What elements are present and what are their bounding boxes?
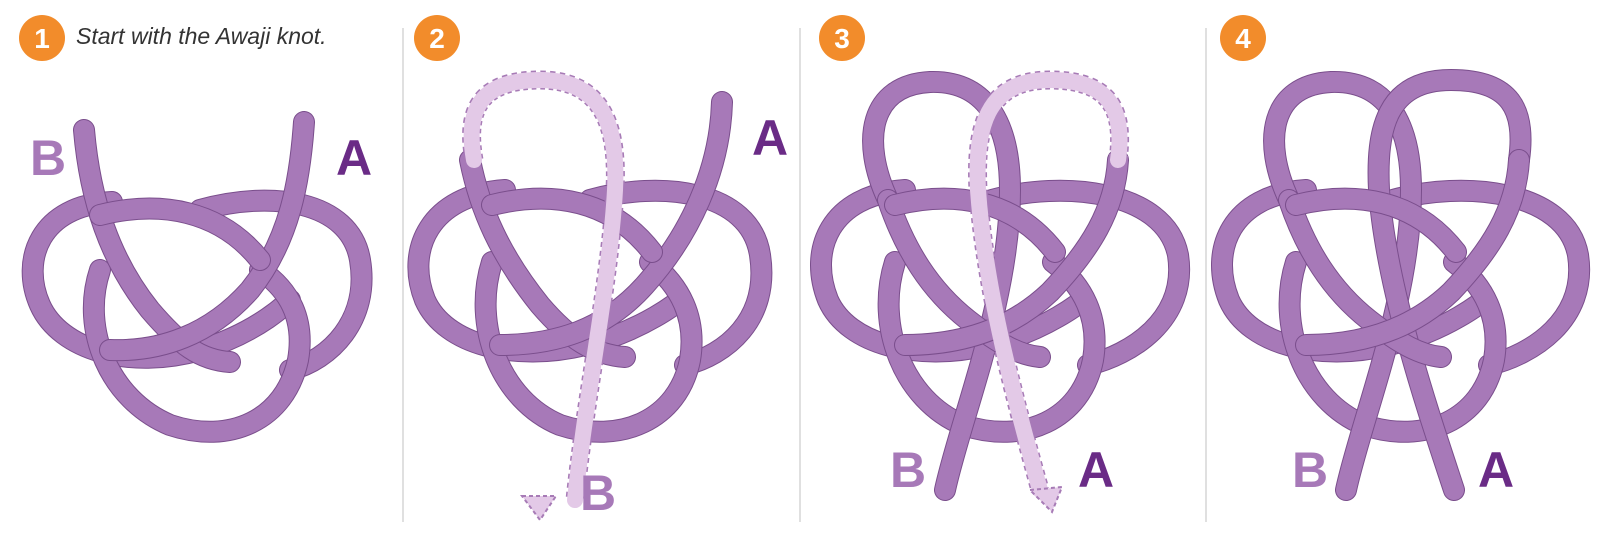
step-1-number: 1 [34, 23, 50, 54]
step-2-badge [414, 15, 460, 61]
step-3-label-b: B [890, 442, 926, 498]
step-1-knot [21, 111, 373, 443]
step-3-number: 3 [834, 23, 850, 54]
step-2-number: 2 [429, 23, 445, 54]
step-3-badge [819, 15, 865, 61]
step-4-badge [1220, 15, 1266, 61]
step-2-label-a: A [752, 110, 788, 166]
arrow-head-icon [1027, 485, 1064, 514]
step-2-guide-path [462, 70, 625, 522]
step-2-knot [407, 91, 773, 443]
step-4-label-b: B [1292, 442, 1328, 498]
step-2-panel: 2 A B [407, 15, 788, 522]
arrow-head-icon [520, 495, 558, 522]
step-3-label-a: A [1078, 442, 1114, 498]
step-1-label-a: A [336, 130, 372, 186]
step-1-label-b: B [30, 130, 66, 186]
step-4-number: 4 [1235, 23, 1251, 54]
step-1-panel: 1 Start with the Awaji knot. B A [19, 15, 373, 443]
step-3-panel: 3 B A [810, 15, 1191, 514]
step-4-label-a: A [1478, 442, 1514, 498]
step-1-caption: Start with the Awaji knot. [76, 23, 327, 49]
step-3-guide-path [968, 70, 1130, 514]
step-4-panel: 4 B A [1211, 15, 1591, 501]
step-1-badge [19, 15, 65, 61]
step-2-label-b: B [580, 465, 616, 521]
step-4-knot [1211, 69, 1591, 501]
